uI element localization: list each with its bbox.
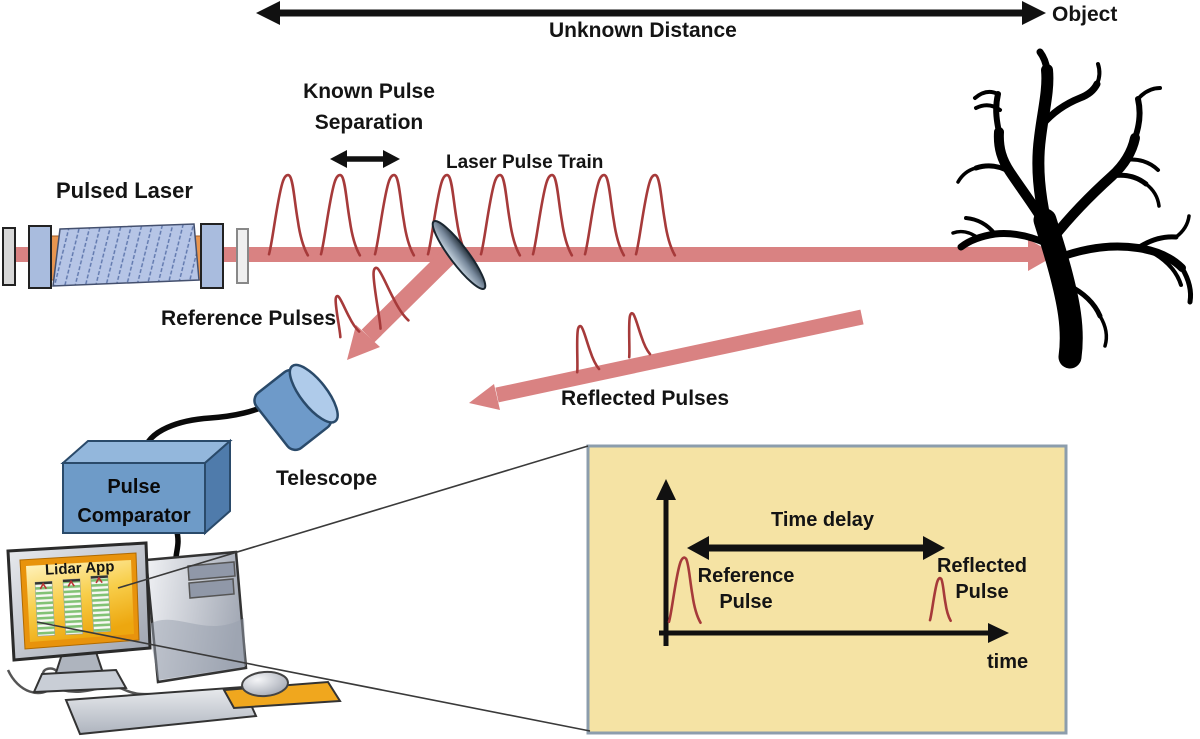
pulse-separation-arrow: [330, 150, 400, 168]
inset-axes: [656, 479, 1009, 646]
laser-pulse: [479, 173, 522, 257]
unknown-distance-label: Unknown Distance: [549, 19, 737, 42]
pulse-comparator-label: Pulse Comparator: [77, 476, 191, 527]
telescope-icon: [253, 363, 339, 452]
inset-reflected-pulse-label: Reflected Pulse: [936, 555, 1028, 603]
time-delay-arrow: [687, 536, 945, 560]
telescope-cable: [141, 403, 267, 453]
drive-bay: [188, 578, 235, 599]
laser-gain-medium: [52, 223, 200, 287]
lidar-data-columns: [34, 575, 111, 637]
unknown-distance-arrow: [256, 1, 1046, 25]
laser-pulse: [583, 173, 626, 257]
data-column: [90, 575, 111, 633]
laser-pulse-train-label: Laser Pulse Train: [446, 152, 604, 173]
laser-block: [200, 223, 224, 289]
laser-pulse-train: [267, 173, 677, 257]
keyboard: [64, 685, 258, 736]
data-column: [62, 578, 84, 636]
laser-output-window: [236, 228, 249, 284]
reference-pulses-label: Reference Pulses: [161, 307, 337, 330]
telescope-label: Telescope: [276, 467, 378, 490]
pulsed-laser-label: Pulsed Laser: [56, 178, 193, 203]
reflected-pulses-label: Reflected Pulses: [561, 387, 730, 410]
callout-line-bottom: [36, 621, 591, 732]
laser-pulse: [634, 173, 677, 257]
reflected-beam: [469, 309, 864, 410]
laser-block: [28, 225, 52, 289]
laser-pulse: [373, 173, 416, 257]
data-column: [34, 581, 56, 637]
lidar-app-label: Lidar App: [44, 558, 115, 579]
laser-pulse: [267, 173, 310, 257]
monitor-base: [32, 668, 128, 694]
callout-line-top: [117, 445, 589, 589]
time-delay-label: Time delay: [771, 509, 875, 531]
computer-workstation-icon: [6, 541, 342, 736]
known-pulse-separation-label: Known Pulse Separation: [303, 80, 435, 134]
laser-pulse: [319, 173, 362, 257]
pulse-comparator-icon: [60, 438, 233, 536]
reference-beam: [327, 243, 462, 360]
reflected-pulse: [620, 310, 651, 359]
laser-pulse: [531, 173, 574, 257]
time-axis-label: time: [987, 651, 1029, 673]
laser-end-mirror: [2, 227, 16, 286]
pulsed-laser-icon: [2, 223, 249, 289]
reflected-pulse: [568, 323, 600, 374]
object-label: Object: [1052, 3, 1118, 26]
computer-tower: [144, 550, 248, 684]
monitor: [6, 541, 152, 694]
drive-bay: [187, 561, 236, 581]
inset-reference-pulse-label: Reference Pulse: [697, 565, 795, 613]
object-tree-icon: [951, 48, 1193, 369]
beam-splitter-icon: [431, 220, 487, 290]
mouse: [241, 670, 289, 698]
